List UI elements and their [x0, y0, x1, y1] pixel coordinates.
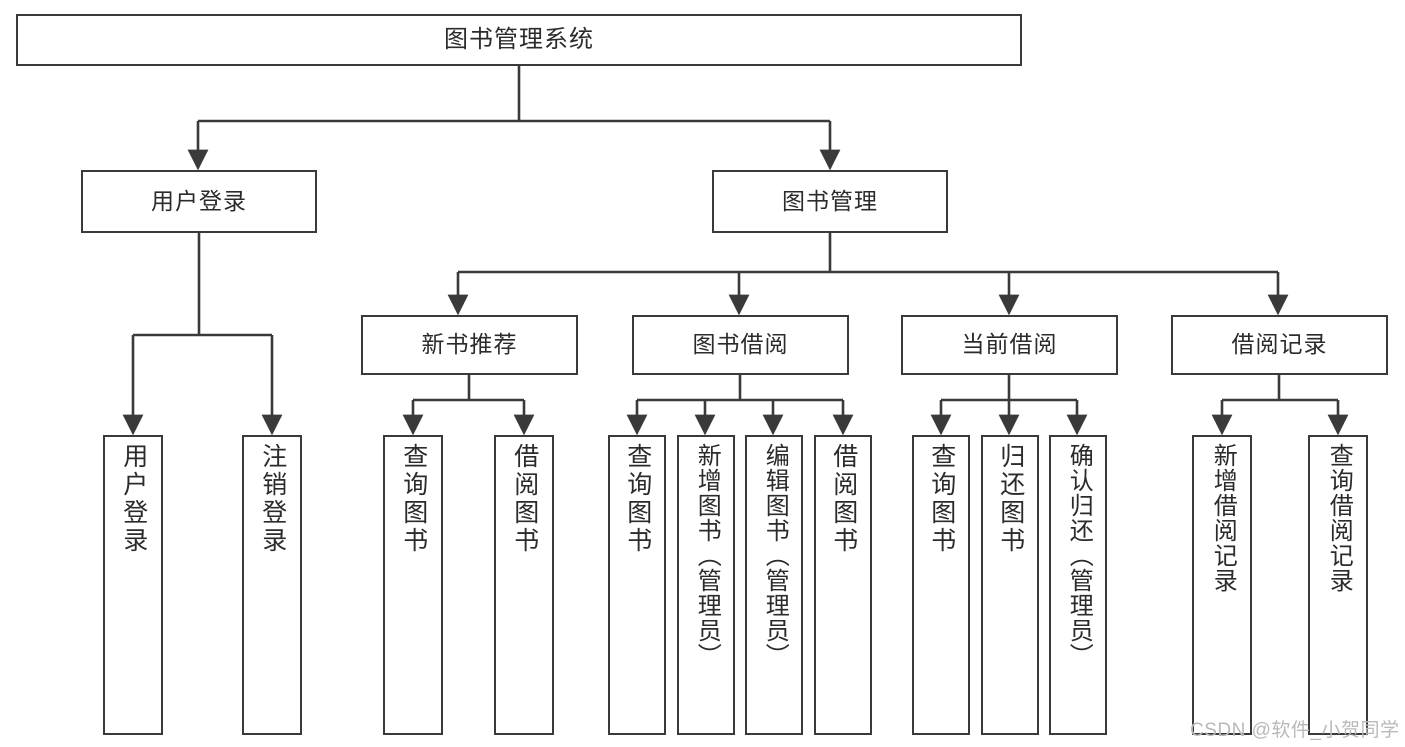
leaf-query-borrow-record[interactable]: 查询借阅记录 — [1308, 435, 1368, 735]
node-label: 图书管理系统 — [444, 25, 594, 53]
node-label: 借阅记录 — [1231, 331, 1328, 358]
leaf-add-borrow-record[interactable]: 新增借阅记录 — [1192, 435, 1252, 735]
node-current-borrow[interactable]: 当前借阅 — [901, 315, 1118, 375]
node-label: 注销登录 — [258, 443, 287, 555]
leaf-query-book-current[interactable]: 查询图书 — [912, 435, 970, 735]
leaf-logout-login[interactable]: 注销登录 — [242, 435, 302, 735]
node-label: 查询图书 — [927, 443, 956, 555]
leaf-query-book-borrow[interactable]: 查询图书 — [608, 435, 666, 735]
node-label: 归还图书 — [996, 443, 1025, 555]
node-label: 用户登录 — [151, 187, 247, 214]
leaf-confirm-return-admin[interactable]: 确认归还（管理员） — [1049, 435, 1107, 735]
leaf-edit-book-admin[interactable]: 编辑图书（管理员） — [745, 435, 803, 735]
node-label: 图书借阅 — [692, 331, 789, 358]
node-label: 新增图书（管理员） — [693, 443, 721, 668]
node-label: 确认归还（管理员） — [1065, 443, 1093, 668]
node-book-management[interactable]: 图书管理 — [712, 170, 948, 233]
leaf-query-book-recommend[interactable]: 查询图书 — [383, 435, 443, 735]
leaf-return-book[interactable]: 归还图书 — [981, 435, 1039, 735]
node-label: 查询图书 — [623, 443, 652, 555]
node-borrow-record[interactable]: 借阅记录 — [1171, 315, 1388, 375]
node-user-login[interactable]: 用户登录 — [81, 170, 317, 233]
node-label: 图书管理 — [782, 187, 878, 214]
node-label: 查询图书 — [399, 443, 428, 555]
node-label: 用户登录 — [119, 443, 148, 555]
node-label: 新增借阅记录 — [1209, 443, 1237, 593]
node-label: 借阅图书 — [510, 443, 539, 555]
node-new-book-recommend[interactable]: 新书推荐 — [361, 315, 578, 375]
node-root-system[interactable]: 图书管理系统 — [16, 14, 1022, 66]
leaf-user-login[interactable]: 用户登录 — [103, 435, 163, 735]
leaf-borrow-book-recommend[interactable]: 借阅图书 — [494, 435, 554, 735]
leaf-borrow-book-borrow[interactable]: 借阅图书 — [814, 435, 872, 735]
node-label: 新书推荐 — [421, 331, 518, 358]
leaf-add-book-admin[interactable]: 新增图书（管理员） — [677, 435, 735, 735]
csdn-watermark: CSDN @软件_小贺同学 — [1190, 720, 1400, 741]
node-label: 编辑图书（管理员） — [761, 443, 789, 668]
node-label: 借阅图书 — [829, 443, 858, 555]
node-label: 当前借阅 — [961, 331, 1058, 358]
node-book-borrow[interactable]: 图书借阅 — [632, 315, 849, 375]
node-label: 查询借阅记录 — [1325, 443, 1353, 593]
